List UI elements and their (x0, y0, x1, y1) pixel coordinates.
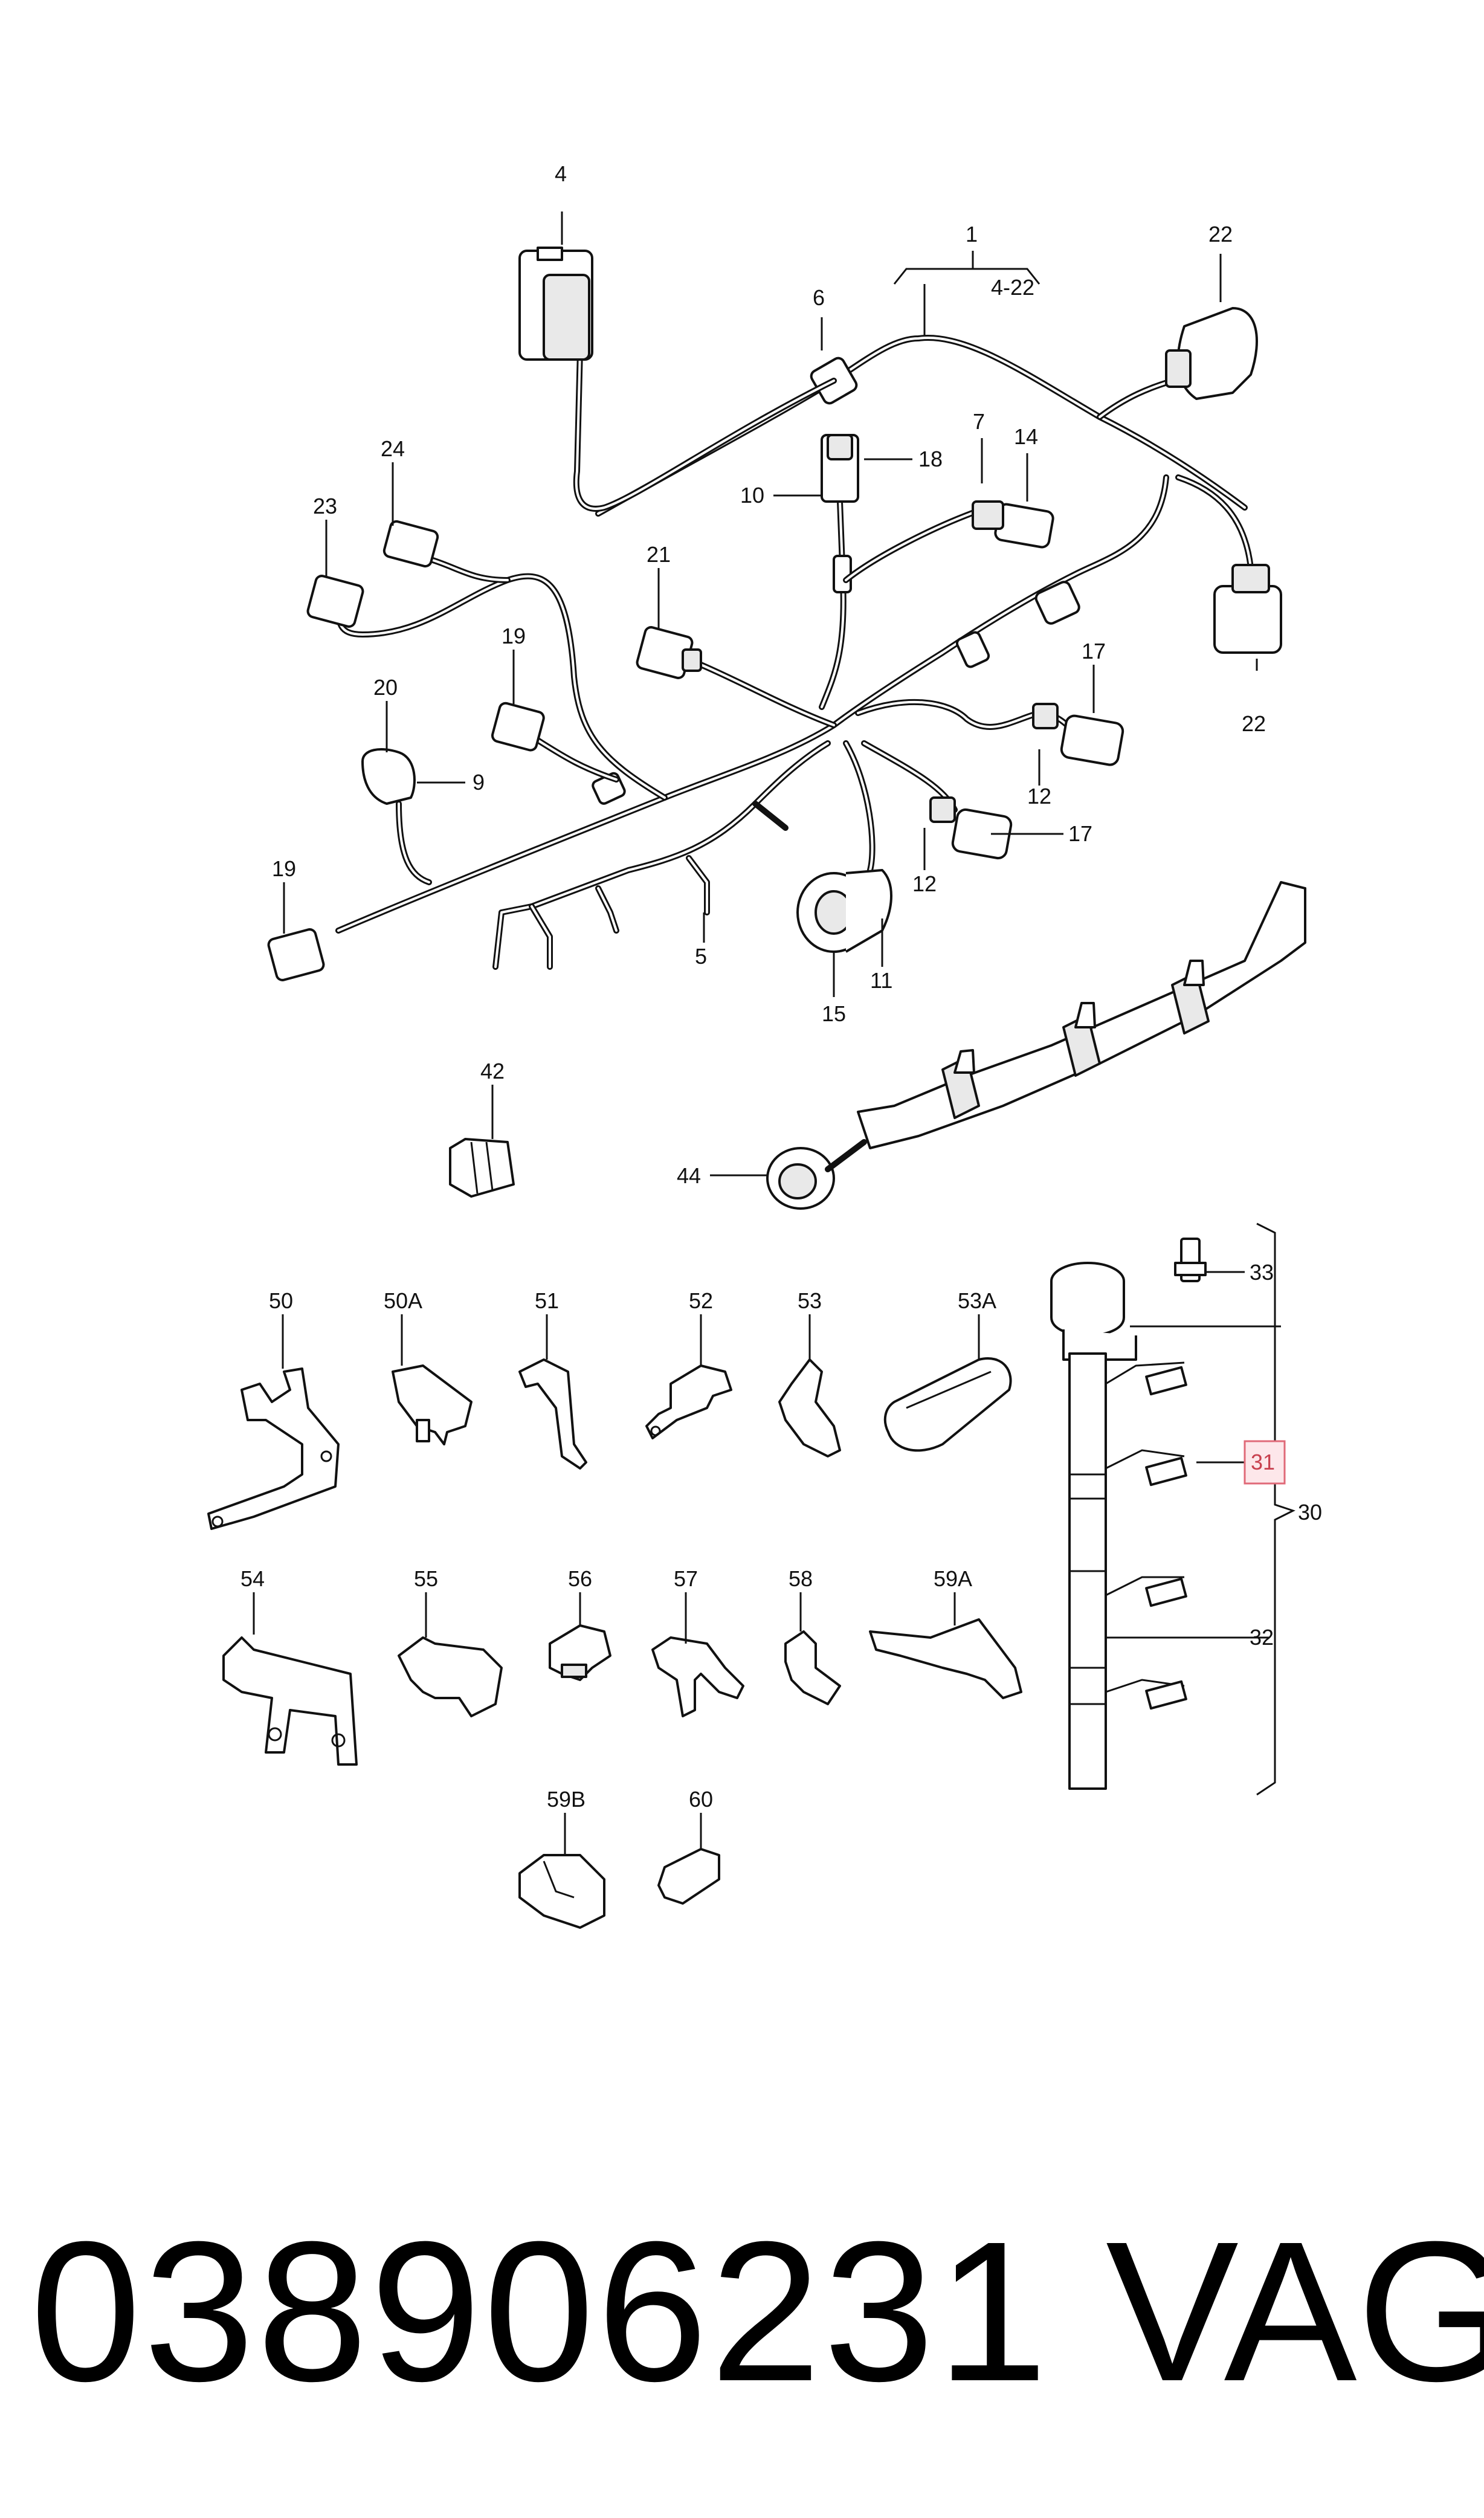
connector-24 (382, 520, 439, 568)
grommet-15 (796, 869, 892, 953)
clip-55 (398, 1636, 503, 1717)
label-4: 4 (555, 161, 567, 186)
connector-22-top (1165, 307, 1258, 400)
label-42: 42 (480, 1059, 505, 1083)
clip-52 (645, 1364, 732, 1439)
label-24: 24 (381, 436, 405, 461)
sleeve-10 (833, 555, 852, 593)
label-17-lower: 17 (1068, 821, 1092, 846)
label-22-top: 22 (1208, 222, 1233, 247)
leader-lines (253, 211, 1295, 1855)
label-55: 55 (414, 1566, 438, 1591)
connector-4 (518, 247, 593, 361)
connector-23 (306, 575, 364, 628)
label-5: 5 (695, 944, 707, 969)
brand-caption: VAG (1106, 2200, 1484, 2423)
label-54: 54 (240, 1566, 265, 1591)
label-59B: 59B (547, 1787, 586, 1812)
label-18: 18 (918, 447, 943, 471)
label-51: 51 (535, 1288, 559, 1313)
harness-connectors (267, 247, 1282, 981)
clip-50A (392, 1364, 473, 1445)
exploded-parts-diagram: 4 1 4-22 6 22 22 7 14 18 10 24 23 21 19 … (207, 161, 1322, 1929)
label-32: 32 (1250, 1625, 1274, 1650)
label-14: 14 (1014, 424, 1038, 449)
label-12-upper: 12 (1027, 784, 1051, 809)
injector-harness-30 (1050, 1262, 1187, 1790)
label-10: 10 (740, 483, 764, 508)
label-44: 44 (677, 1163, 701, 1188)
clip-59A (869, 1618, 1022, 1699)
part-number-caption: 038906231 (30, 2200, 1050, 2423)
label-15: 15 (822, 1001, 846, 1026)
clip-60 (657, 1848, 720, 1905)
connector-18 (821, 434, 859, 503)
label-19-upper: 19 (502, 624, 526, 648)
connector-21 (636, 626, 702, 679)
clip-50 (207, 1367, 340, 1530)
connector-19-lower (267, 928, 325, 981)
connector-22-lower (1213, 564, 1282, 654)
label-19-lower: 19 (272, 856, 296, 881)
label-9: 9 (473, 770, 485, 795)
clip-53 (778, 1358, 841, 1458)
label-60: 60 (689, 1787, 713, 1812)
clip-58 (784, 1630, 841, 1705)
label-6: 6 (813, 285, 825, 310)
part-53A (883, 1357, 1012, 1452)
label-7: 7 (973, 409, 985, 434)
label-12-lower: 12 (912, 871, 937, 896)
label-33: 33 (1250, 1260, 1274, 1285)
label-56: 56 (568, 1566, 592, 1591)
label-4-22: 4-22 (991, 275, 1034, 300)
engine-wiring-harness (335, 335, 1254, 970)
connector-17-lower (929, 796, 1013, 860)
label-52: 52 (689, 1288, 713, 1313)
label-31: 31 (1251, 1450, 1275, 1474)
clip-59B (518, 1854, 605, 1929)
label-50A: 50A (384, 1288, 422, 1313)
label-53A: 53A (958, 1288, 996, 1313)
bolt-33 (1174, 1238, 1207, 1282)
label-30: 30 (1298, 1500, 1322, 1525)
label-23: 23 (313, 494, 337, 518)
clip-54 (222, 1636, 358, 1766)
clip-57 (651, 1636, 744, 1717)
part-42 (449, 1138, 515, 1198)
label-50: 50 (269, 1288, 293, 1313)
label-58: 58 (789, 1566, 813, 1591)
label-11: 11 (870, 968, 892, 993)
part-labels: 4 1 4-22 6 22 22 7 14 18 10 24 23 21 19 … (240, 161, 1322, 1812)
connector-20 (361, 748, 416, 805)
connector-19-upper (491, 702, 545, 752)
highlight-box-31 (1244, 1440, 1286, 1485)
label-59A: 59A (934, 1566, 972, 1591)
clip-51 (518, 1358, 587, 1470)
connector-17-upper (1032, 703, 1124, 766)
label-57: 57 (674, 1566, 698, 1591)
label-1: 1 (966, 222, 978, 247)
label-21: 21 (647, 542, 671, 567)
clip-56 (549, 1624, 611, 1681)
label-17-upper: 17 (1082, 639, 1106, 663)
connector-14 (972, 500, 1054, 549)
label-22-lower: 22 (1242, 711, 1266, 736)
sleeve-b (955, 631, 990, 668)
label-20: 20 (373, 675, 398, 700)
label-53: 53 (798, 1288, 822, 1313)
sleeve-a (1034, 581, 1080, 625)
fuel-rail-harness-44 (766, 881, 1306, 1210)
